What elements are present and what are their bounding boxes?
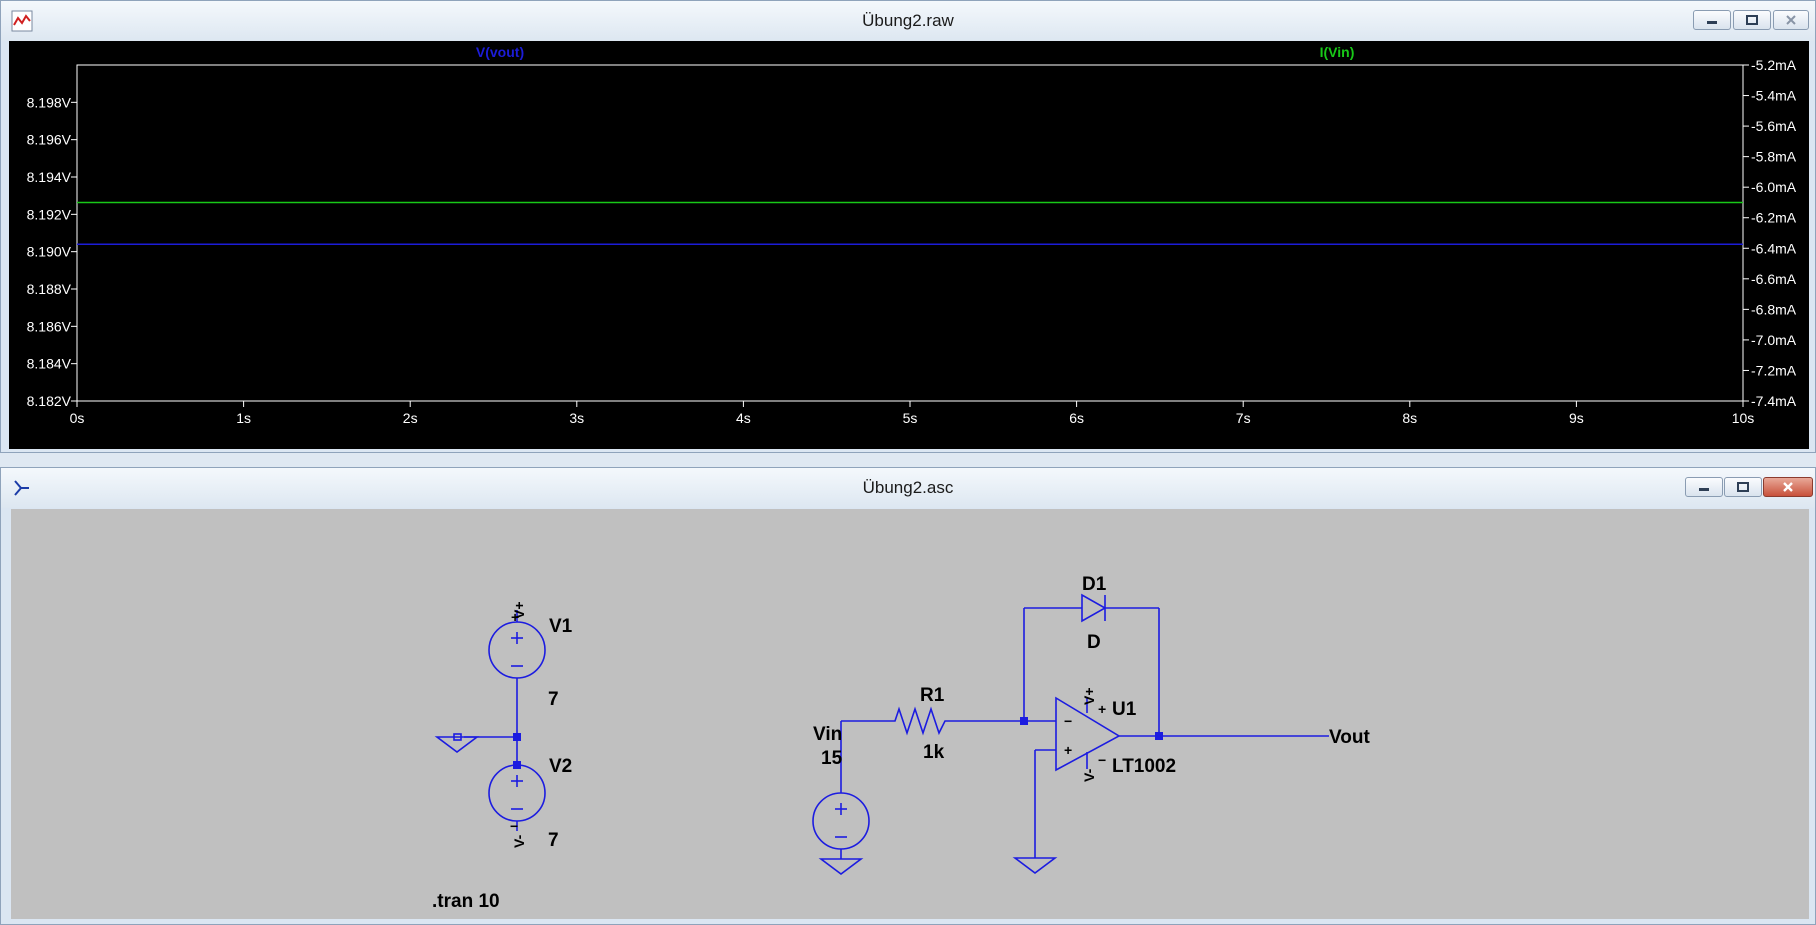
- v2-minus-sign: −: [510, 818, 518, 834]
- right-tick-label: -5.4mA: [1751, 88, 1797, 104]
- d1-name-label: D1: [1082, 574, 1107, 595]
- x-tick-label: 5s: [903, 410, 918, 426]
- u1-name-label: U1: [1112, 699, 1137, 720]
- left-tick-label: 8.186V: [27, 318, 72, 334]
- v1-value-label: 7: [548, 689, 559, 710]
- junction-inv-node: [1020, 717, 1028, 725]
- left-tick-label: 8.190V: [27, 244, 72, 260]
- v2-vminus-pin: V-: [511, 834, 527, 848]
- junction-out-node: [1155, 732, 1163, 740]
- r1-value-label: 1k: [923, 742, 945, 763]
- waveform-titlebar[interactable]: Übung2.raw: [1, 1, 1815, 41]
- u1-plus-sign: +: [1098, 701, 1106, 717]
- junction-v2-top: [513, 761, 521, 769]
- ground-symbol-u1: [1012, 857, 1058, 874]
- left-tick-label: 8.188V: [27, 281, 72, 297]
- minimize-icon: [1707, 21, 1717, 24]
- ground-symbol-left: [434, 736, 480, 753]
- waveform-app-icon: [11, 10, 33, 32]
- r1-resistor-symbol[interactable]: [888, 706, 951, 736]
- schematic-window: Übung2.asc: [0, 467, 1816, 925]
- close-icon: [1786, 15, 1796, 25]
- v1-plus-sign: +: [511, 609, 519, 625]
- close-icon: [1783, 482, 1793, 492]
- v2-name-label: V2: [549, 756, 572, 777]
- x-tick-label: 9s: [1569, 410, 1584, 426]
- right-tick-label: -5.2mA: [1751, 57, 1797, 73]
- x-tick-label: 6s: [1069, 410, 1084, 426]
- vin-name-label: Vin: [813, 724, 842, 745]
- v1-name-label: V1: [549, 616, 573, 637]
- schematic-drawing[interactable]: V1 7 V2 7 Vin 15 R1 1k D1 D U1 LT1002 Vo…: [11, 509, 1809, 919]
- waveform-plot[interactable]: 0s 1s 2s 3s 4s 5s 6s 7s 8s 9s 10s 8.198V 8.196V 8.194…: [9, 41, 1809, 449]
- waveform-plot-pane[interactable]: 0s 1s 2s 3s 4s 5s 6s 7s 8s 9s 10s 8.198V 8.196V 8.194…: [9, 41, 1809, 449]
- schematic-canvas[interactable]: V1 7 V2 7 Vin 15 R1 1k D1 D U1 LT1002 Vo…: [11, 509, 1809, 919]
- restore-icon: [1746, 15, 1758, 25]
- u1-noninv-plus: +: [1064, 742, 1072, 758]
- schematic-titlebar[interactable]: Übung2.asc: [1, 468, 1815, 508]
- right-tick-label: -6.8mA: [1751, 301, 1797, 317]
- x-tick-label: 0s: [70, 410, 85, 426]
- tran-directive[interactable]: .tran 10: [432, 891, 500, 912]
- right-tick-label: -7.2mA: [1751, 362, 1797, 378]
- x-tick-label: 7s: [1236, 410, 1251, 426]
- right-tick-label: -7.4mA: [1751, 393, 1797, 409]
- right-tick-label: -5.8mA: [1751, 149, 1797, 165]
- schematic-minimize-button[interactable]: [1685, 477, 1723, 497]
- u1-inv-minus: −: [1064, 713, 1072, 729]
- x-tick-label: 10s: [1732, 410, 1755, 426]
- r1-name-label: R1: [920, 685, 945, 706]
- plot-frame: [76, 64, 1744, 402]
- x-tick-label: 1s: [236, 410, 251, 426]
- right-tick-label: -6.6mA: [1751, 271, 1797, 287]
- x-tick-label: 4s: [736, 410, 751, 426]
- ground-symbol-vin: [818, 858, 864, 875]
- vin-value-label: 15: [821, 748, 843, 769]
- v1-source-symbol[interactable]: [488, 621, 546, 679]
- waveform-window-title: Übung2.raw: [862, 11, 954, 30]
- vin-source-symbol[interactable]: [812, 792, 870, 850]
- junction-gnd-node: [513, 733, 521, 741]
- right-tick-label: -7.0mA: [1751, 332, 1797, 348]
- left-tick-label: 8.198V: [27, 94, 72, 110]
- schematic-window-title: Übung2.asc: [862, 478, 954, 497]
- left-tick-label: 8.192V: [27, 206, 72, 222]
- left-tick-label: 8.184V: [27, 356, 72, 372]
- u1-vplus-pin: V+: [1081, 687, 1097, 705]
- d1-diode-symbol[interactable]: [1081, 593, 1107, 623]
- u1-vminus-pin: V-: [1081, 768, 1097, 782]
- v2-value-label: 7: [548, 830, 559, 851]
- v2-source-symbol[interactable]: [488, 764, 546, 822]
- x-tick-label: 2s: [403, 410, 418, 426]
- x-tick-label: 8s: [1402, 410, 1417, 426]
- left-tick-label: 8.194V: [27, 169, 72, 185]
- right-tick-label: -6.0mA: [1751, 179, 1797, 195]
- right-tick-label: -6.2mA: [1751, 210, 1797, 226]
- schematic-restore-button[interactable]: [1724, 477, 1762, 497]
- left-tick-label: 8.196V: [27, 132, 72, 148]
- left-tick-label: 8.182V: [27, 393, 72, 409]
- d1-model-label: D: [1087, 632, 1101, 653]
- right-tick-label: -5.6mA: [1751, 118, 1797, 134]
- schematic-close-button[interactable]: [1763, 477, 1813, 497]
- u1-model-label: LT1002: [1112, 756, 1176, 777]
- minimize-button[interactable]: [1693, 10, 1731, 30]
- minimize-icon: [1699, 488, 1709, 491]
- vout-net-label: Vout: [1329, 727, 1370, 748]
- u1-minus-sign: −: [1098, 752, 1106, 768]
- right-tick-label: -6.4mA: [1751, 240, 1797, 256]
- v1-vplus-pin: V+: [511, 601, 527, 619]
- x-tick-label: 3s: [569, 410, 584, 426]
- schematic-app-icon: [14, 480, 29, 496]
- restore-button[interactable]: [1733, 10, 1771, 30]
- waveform-window: Übung2.raw 0s 1s 2s 3s 4s 5s 6s 7s 8s 9s 10s 8.198V…: [0, 0, 1816, 453]
- trace-label[interactable]: I(Vin): [1320, 44, 1355, 60]
- restore-icon: [1737, 482, 1749, 492]
- close-button-disabled[interactable]: [1773, 10, 1809, 30]
- trace-label[interactable]: V(vout): [476, 44, 524, 60]
